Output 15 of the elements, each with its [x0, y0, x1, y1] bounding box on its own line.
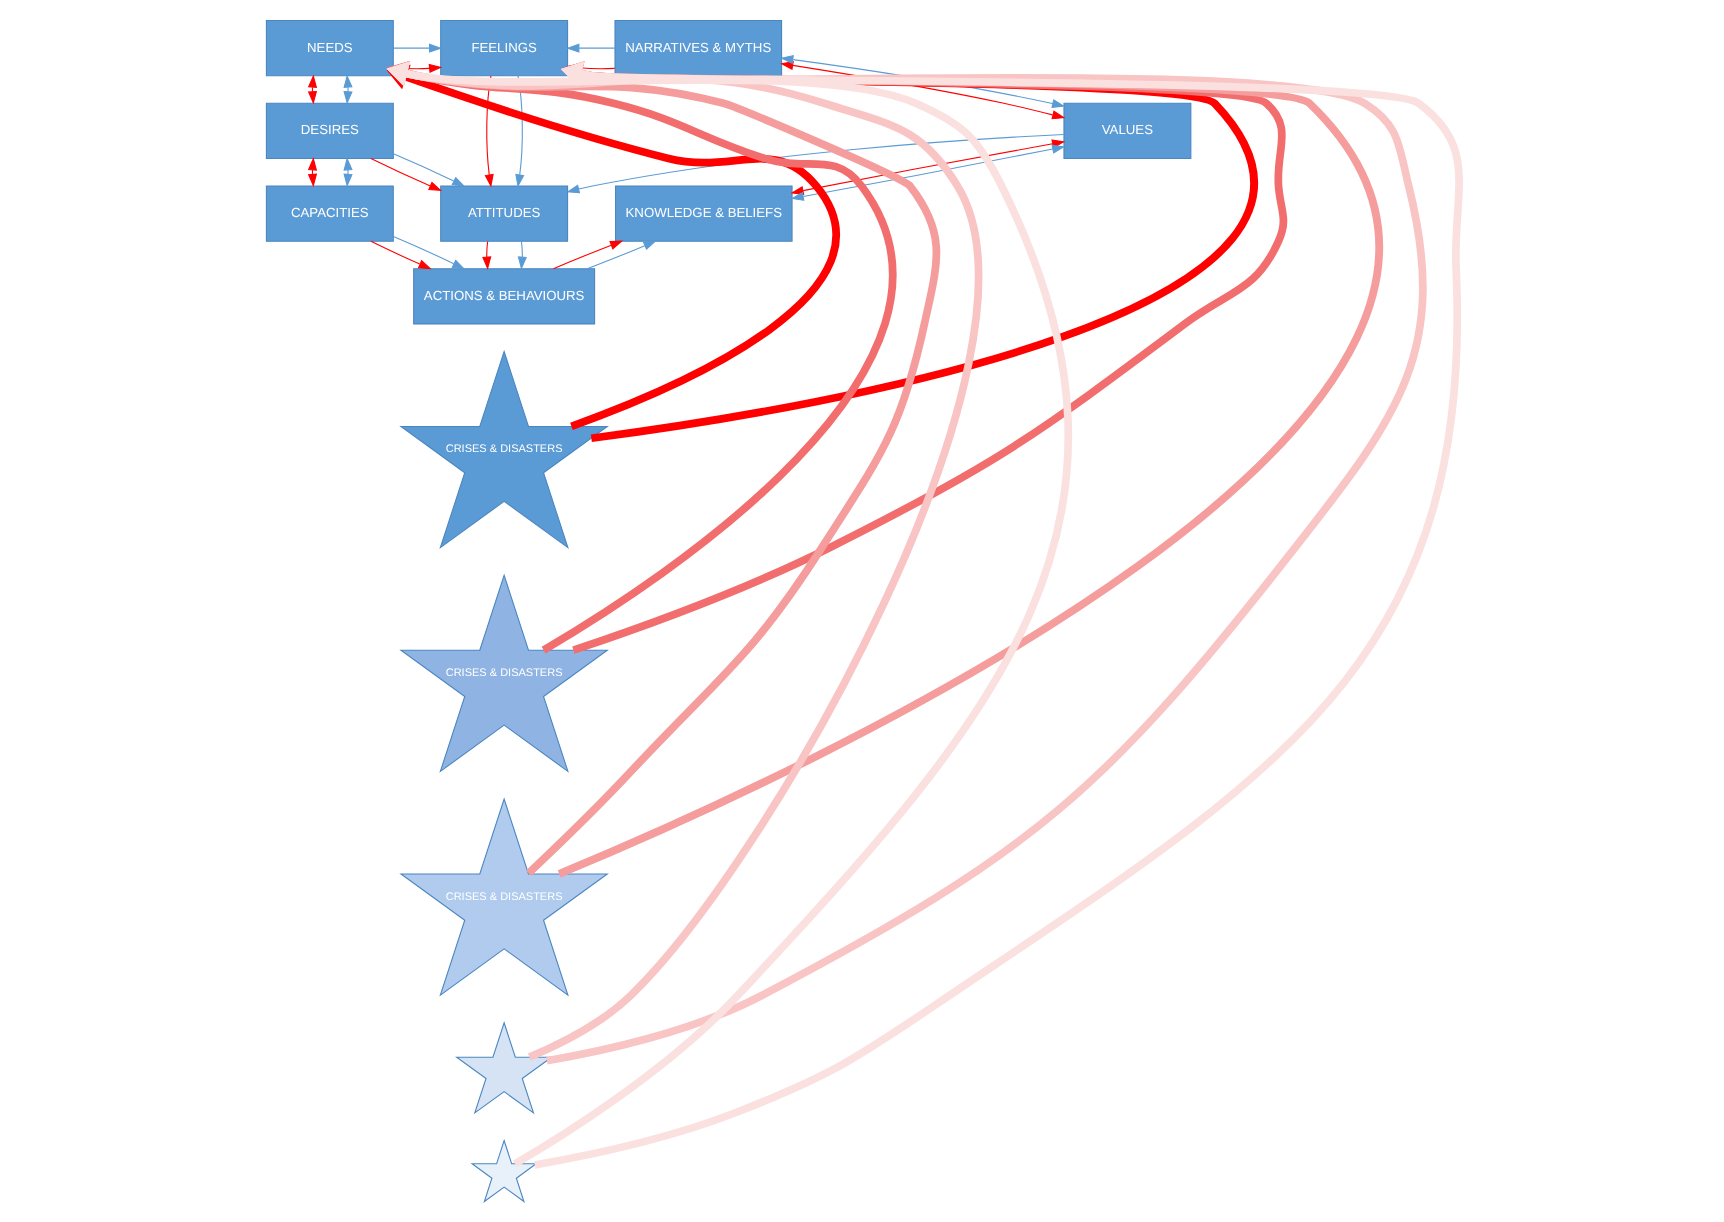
- node-star: [469, 1138, 537, 1203]
- arrow: [481, 240, 491, 270]
- arrow: [391, 43, 442, 53]
- arrow: [342, 74, 352, 105]
- node-star: [454, 1021, 553, 1115]
- arrow: [483, 75, 493, 188]
- arrow: [391, 153, 465, 187]
- arrow: [342, 157, 352, 188]
- arrow: [369, 240, 431, 270]
- arrow: [565, 43, 615, 53]
- arrow: [369, 158, 442, 192]
- arrow: [516, 240, 526, 270]
- arrow: [391, 235, 465, 270]
- arrow: [585, 240, 656, 270]
- arrow: [551, 240, 623, 270]
